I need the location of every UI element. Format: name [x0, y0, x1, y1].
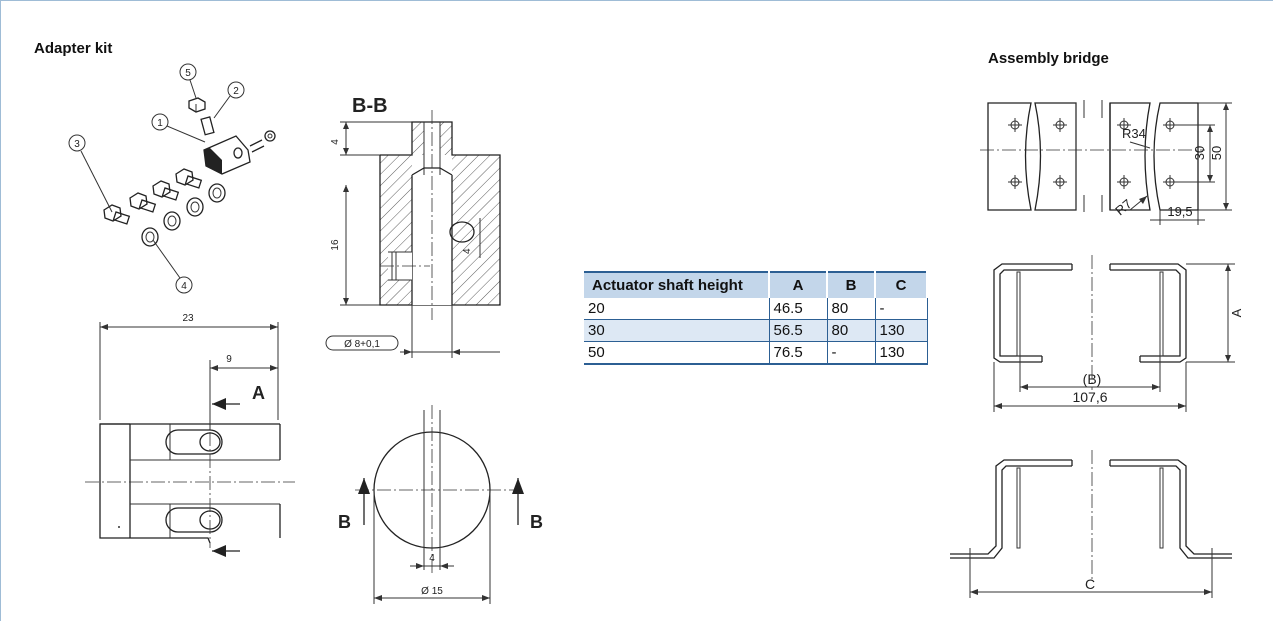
col-header-height: Actuator shaft height [584, 271, 770, 298]
section-bb-title: B-B [352, 95, 388, 117]
actuator-dimension-table: Actuator shaft height A B C 20 46.5 80 -… [584, 271, 928, 365]
table-header-row: Actuator shaft height A B C [584, 271, 928, 298]
table-cell: 130 [875, 319, 928, 342]
table-cell: 76.5 [769, 341, 828, 365]
svg-text:5: 5 [185, 68, 191, 79]
bridge-top-view-drawing: 30 50 R34 R7 19,5 [980, 100, 1232, 225]
callout-4: 4 [152, 239, 193, 294]
col-header-b: B [827, 271, 876, 298]
table-cell: 56.5 [769, 319, 828, 342]
dim-bore-label: Ø 8+0,1 [344, 339, 380, 350]
marker-b-right: B [530, 512, 543, 532]
table-cell: 30 [584, 319, 770, 342]
col-header-c: C [875, 271, 928, 298]
adapter-kit-heading: Adapter kit [34, 40, 113, 57]
dim-b-label: (B) [1083, 371, 1102, 387]
dim-slot-label: 4 [429, 553, 435, 564]
dim-a-label: A [1229, 308, 1244, 317]
table-row: 30 56.5 80 130 [584, 319, 928, 342]
svg-text:4: 4 [181, 281, 187, 292]
table-cell: - [827, 341, 876, 365]
adapter-block-part [203, 135, 251, 175]
section-marker-a: A [252, 383, 265, 403]
radius-r34-label: R34 [1122, 126, 1146, 141]
dim-c-label: C [1085, 576, 1095, 592]
dim-width-label: 23 [182, 313, 194, 324]
svg-text:1: 1 [157, 118, 163, 129]
dim-offset-label: 9 [226, 354, 232, 365]
callout-5: 5 [179, 63, 197, 99]
dim-50-label: 50 [1209, 146, 1224, 160]
table-row: 20 46.5 80 - [584, 298, 928, 320]
table-cell: 80 [827, 298, 876, 320]
callout-3: 3 [68, 134, 113, 213]
callout-1: 1 [151, 113, 206, 143]
front-view-drawing: 23 9 A [85, 313, 295, 557]
dim-height-label: 16 [330, 239, 341, 251]
round-view-drawing: B B 4 Ø 15 [338, 405, 543, 604]
bridge-middle-view-drawing: A (B) 107,6 [993, 255, 1244, 412]
washers [141, 183, 226, 247]
table-cell: 130 [875, 341, 928, 365]
section-bb-drawing: B-B 4 16 4 Ø 8+0,1 [325, 95, 501, 358]
marker-b-left: B [338, 512, 351, 532]
table-cell: 50 [584, 341, 770, 365]
svg-text:2: 2 [233, 86, 239, 97]
radius-r7-label: R7 [1112, 196, 1134, 218]
svg-text:3: 3 [74, 139, 80, 150]
table-cell: 46.5 [769, 298, 828, 320]
hex-bolts [103, 168, 203, 225]
pin-part [200, 116, 215, 136]
dim-width-107-label: 107,6 [1072, 389, 1107, 405]
nut-part [188, 97, 206, 113]
col-header-a: A [769, 271, 828, 298]
exploded-view-drawing: 5 2 1 3 4 [68, 63, 276, 294]
side-screw-part [249, 130, 276, 153]
dim-19-5-label: 19,5 [1167, 204, 1192, 219]
table-cell: - [875, 298, 928, 320]
table-cell: 20 [584, 298, 770, 320]
assembly-bridge-heading: Assembly bridge [988, 50, 1109, 67]
dim-top-label: 4 [330, 139, 341, 145]
bridge-bottom-view-drawing: C [950, 450, 1232, 598]
table-row: 50 76.5 - 130 [584, 341, 928, 365]
dim-hole-label: 4 [462, 248, 473, 254]
callout-2: 2 [213, 81, 245, 119]
dim-diameter-label: Ø 15 [421, 586, 443, 597]
table-cell: 80 [827, 319, 876, 342]
dim-30-label: 30 [1192, 146, 1207, 160]
